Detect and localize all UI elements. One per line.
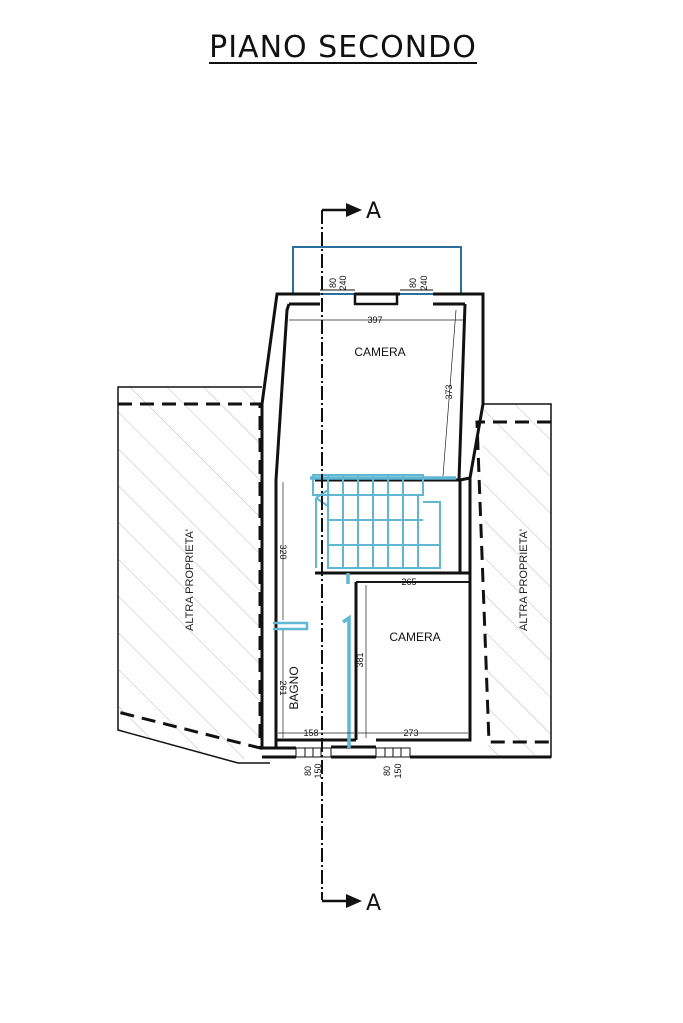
wall-outer-left — [260, 292, 320, 750]
door-marker-bagno — [273, 621, 309, 631]
dim-label-window-bottom-right-b: 150 — [393, 763, 403, 778]
dim-label-camera-bottom-width: 273 — [403, 728, 418, 738]
wall-camera-top-right — [457, 303, 467, 481]
dim-label-stair-height: 320 — [278, 544, 288, 559]
adjacent-left-outline — [117, 386, 270, 764]
stair-outline — [327, 475, 441, 569]
wall-top-pier-block — [353, 292, 399, 306]
wall-outer-right — [433, 292, 485, 479]
dim-label-window-bottom-left-a: 80 — [303, 766, 313, 776]
balcony-outline — [292, 246, 462, 295]
section-letter-bottom: A — [366, 891, 381, 916]
room-label-camera-top: CAMERA — [354, 345, 405, 359]
wall-camera-top-left — [274, 303, 291, 748]
dim-line-camera-top-depth — [442, 309, 457, 477]
staircase — [310, 474, 456, 569]
door-markers — [273, 573, 351, 748]
dim-label-window-top-left-b: 240 — [338, 275, 348, 290]
dim-label-camera-bottom-depth: 381 — [355, 652, 365, 667]
dim-label-camera-top-depth: 373 — [444, 384, 454, 399]
dim-label-camera-top-width: 397 — [367, 315, 382, 325]
outer-walls — [260, 292, 551, 759]
dim-label-window-top-right-a: 80 — [408, 278, 418, 288]
section-arrow-bottom-icon — [346, 894, 362, 908]
adjacent-property-left: ALTRA PROPRIETA' — [117, 386, 270, 764]
dimension-lines — [278, 309, 468, 738]
section-line-a: A A — [321, 199, 381, 916]
page-title: PIANO SECONDO — [209, 30, 477, 65]
section-letter-top: A — [366, 199, 381, 224]
dim-label-bagno-depth: 261 — [278, 680, 288, 695]
title-group: PIANO SECONDO — [209, 30, 477, 65]
adjacent-left-dashed — [117, 402, 262, 750]
adjacent-right-label: ALTRA PROPRIETA' — [518, 529, 530, 631]
stair-arrow-diag-1 — [315, 489, 329, 499]
adjacent-left-hatch — [118, 387, 262, 763]
room-label-bagno: BAGNO — [287, 666, 301, 709]
dim-label-window-bottom-left-b: 150 — [313, 763, 323, 778]
adjacent-right-dashed — [475, 420, 551, 744]
adjacent-right-hatch — [482, 404, 551, 757]
stair-landing-box — [312, 474, 424, 496]
dim-label-window-top-right-b: 240 — [419, 275, 429, 290]
door-marker-camera — [342, 614, 351, 748]
wall-stair-right — [410, 476, 472, 742]
dim-label-camera-bottom-top-width: 265 — [401, 577, 416, 587]
dim-label-window-bottom-right-a: 80 — [382, 766, 392, 776]
section-arrow-top-icon — [346, 203, 362, 217]
adjacent-property-right: ALTRA PROPRIETA' — [410, 403, 552, 758]
dim-label-window-top-left-a: 80 — [328, 278, 338, 288]
dim-label-bagno-width: 158 — [303, 728, 318, 738]
adjacent-left-label: ALTRA PROPRIETA' — [184, 529, 196, 631]
room-label-camera-bottom: CAMERA — [389, 630, 440, 644]
